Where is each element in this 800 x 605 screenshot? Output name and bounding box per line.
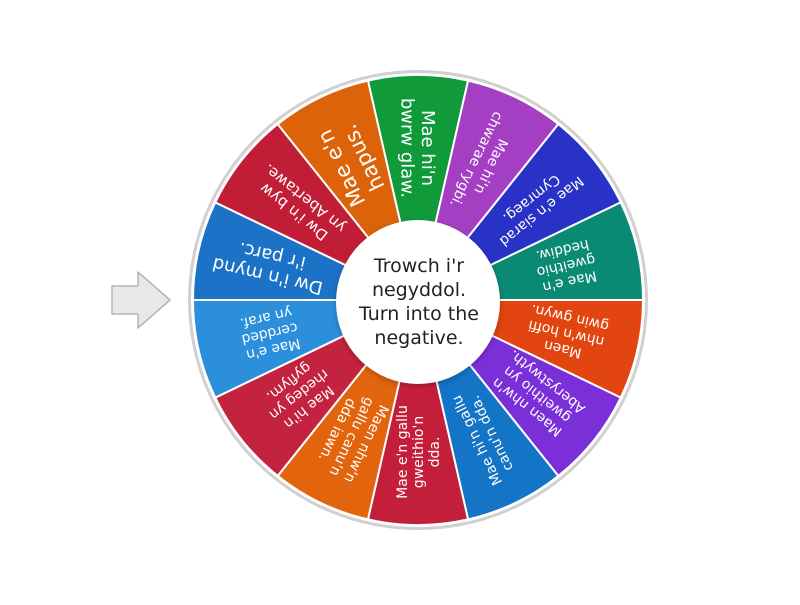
wheel-segment-label-8: Mae e'n gallugweithio'ndda. [395, 405, 443, 499]
wheel-segment-8[interactable] [366, 299, 470, 526]
wheel-segment-label-11: Mae e'ncerddedyn araf. [236, 303, 302, 363]
arrow-right-icon [111, 271, 171, 329]
wheel-segment-label-1: Mae hi'nbwrw glaw. [396, 98, 438, 198]
wheel-segment-1[interactable] [366, 74, 470, 301]
wheel-segment-label-4: Mae e'ngweithioheddiw. [532, 235, 601, 295]
wheel-hub[interactable] [336, 220, 500, 384]
